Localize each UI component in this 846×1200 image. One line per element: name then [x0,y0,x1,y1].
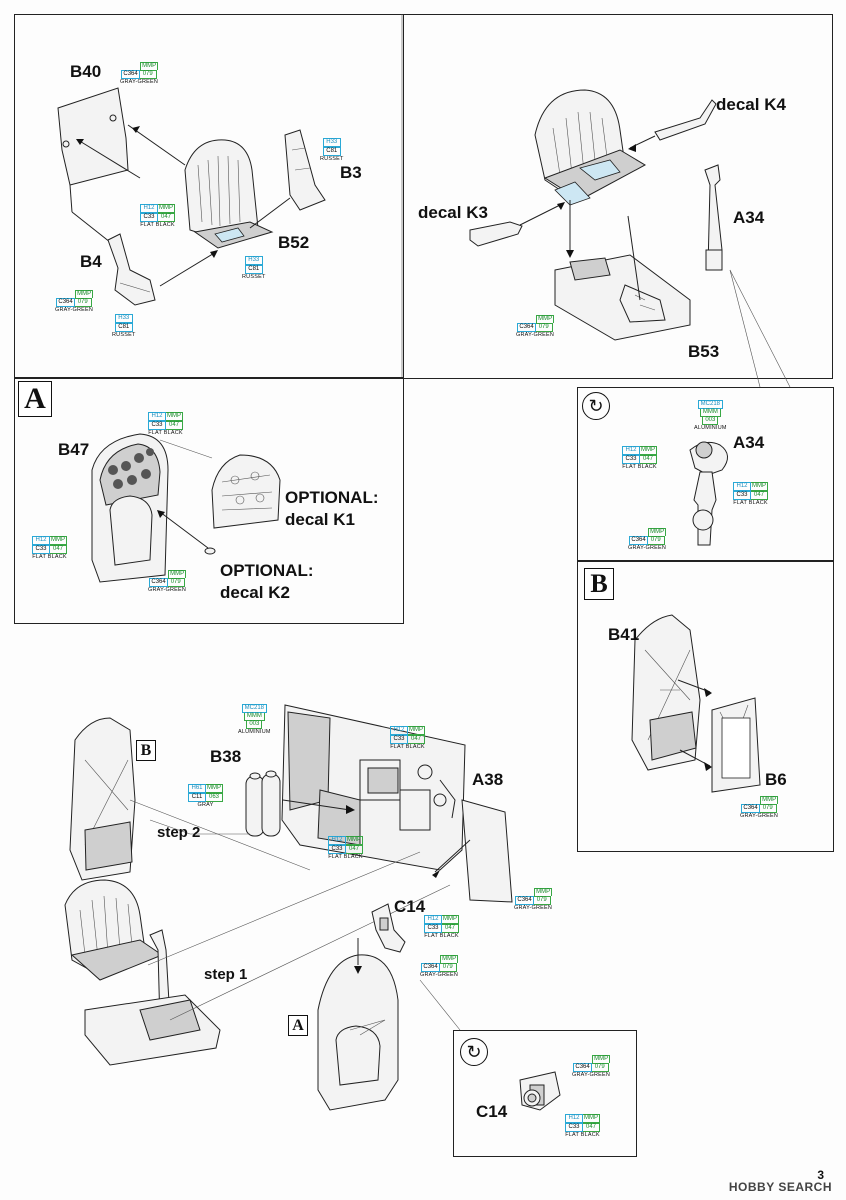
paint-callout-aluminium: MC218 MMM 003 ALUMINIUM [694,400,727,431]
label-a34-rotated: A34 [733,433,765,452]
part-seat-lower [64,879,221,1066]
part-panel-lower-a [317,954,399,1111]
label-decal-k1: decal K1 [285,510,355,529]
label-b38: B38 [210,747,242,766]
label-a38: A38 [472,770,504,789]
part-b41 [631,614,701,771]
label-b6: B6 [765,770,787,789]
page-number: 3 [817,1168,824,1182]
panel-rotate-a34 [577,387,834,562]
subassembly-label-a: A [18,381,52,417]
label-decal-k4: decal K4 [716,95,786,114]
paint-callout-aluminium: MC218 MMM 003 ALUMINIUM [238,704,271,735]
part-b3 [249,129,326,229]
label-b52: B52 [278,233,310,252]
label-b47: B47 [58,440,90,459]
label-decal-k3: decal K3 [418,203,488,222]
label-step-2: step 2 [157,824,201,841]
subassembly-label-b: B [584,568,614,600]
label-b3: B3 [340,163,362,182]
panel-sub-b [577,560,834,852]
label-optional-2: OPTIONAL: [220,561,314,580]
label-optional-1: OPTIONAL: [285,488,379,507]
part-b47 [91,433,169,583]
panel-top-right [402,14,833,379]
part-c14-rotated [519,1071,561,1111]
part-c14 [371,903,406,953]
label-b53: B53 [688,342,720,361]
paint-callout-russet: H33 C81 RUSSET [320,138,344,162]
part-b52 [184,139,274,249]
part-a34-top [704,164,723,271]
subassembly-ref-b: B [136,740,156,761]
part-b4 [107,233,156,306]
label-a34: A34 [733,208,765,227]
label-c14-rotated: C14 [476,1102,508,1121]
label-b40: B40 [70,62,102,81]
panel-sub-a [14,377,404,624]
label-c14: C14 [394,897,426,916]
subassembly-ref-a: A [288,1015,308,1036]
panel-rotate-c14 [453,1030,637,1157]
part-a38-plate [461,799,513,903]
paint-callout-russet: H33 C81 RUSSET [242,256,266,280]
part-decal-k3 [469,202,565,247]
label-b4: B4 [80,252,102,271]
panel-top-left [14,14,404,379]
part-b40 [57,87,186,186]
part-seat-assembly [534,89,647,206]
part-decal-k1 [211,454,281,529]
watermark: HOBBY SEARCH [728,1180,832,1194]
rotate-view-icon: ↻ [582,392,610,420]
part-b38 [245,770,281,837]
part-a34-rotated [689,441,728,546]
rotate-view-icon: ↻ [460,1038,488,1066]
part-a38 [281,704,466,871]
label-b41: B41 [608,625,640,644]
label-decal-k2: decal K2 [220,583,290,602]
part-b6 [711,697,761,793]
part-b53 [554,254,691,341]
part-frame-lower-b [69,717,136,881]
part-decal-k4 [628,99,717,152]
paint-callout-russet: H33 C81 RUSSET [112,314,136,338]
label-step-1: step 1 [204,966,248,983]
